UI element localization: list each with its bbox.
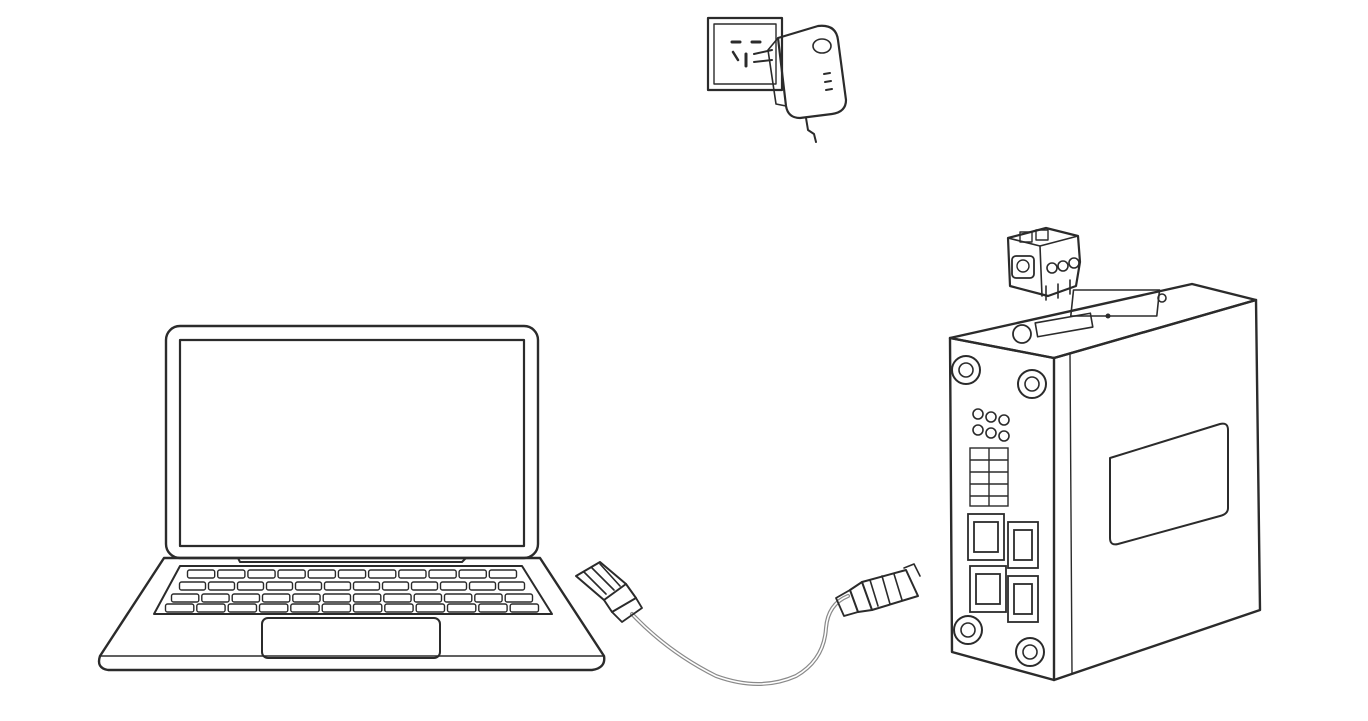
keyboard-key <box>323 581 352 591</box>
terminal-block-connector-icon <box>1006 226 1082 301</box>
keyboard-key <box>247 569 276 579</box>
keyboard-key <box>231 593 261 603</box>
keyboard-keys <box>164 569 540 613</box>
keyboard-key <box>236 581 265 591</box>
keyboard-key <box>258 603 289 613</box>
keyboard-key <box>352 603 383 613</box>
wall-outlet-icon <box>706 16 784 92</box>
keyboard-key <box>488 569 518 579</box>
keyboard-key <box>439 581 468 591</box>
keyboard-key <box>216 569 246 579</box>
keyboard-key <box>497 581 526 591</box>
keyboard-key <box>227 603 258 613</box>
keyboard-key <box>384 603 414 613</box>
keyboard-key <box>458 569 488 579</box>
keyboard-key <box>321 603 352 613</box>
keyboard-key <box>443 593 473 603</box>
keyboard-key <box>478 603 508 613</box>
keyboard-key <box>381 581 410 591</box>
keyboard-key <box>277 569 306 579</box>
keyboard-key <box>261 593 291 603</box>
laptop-icon <box>97 324 606 672</box>
keyboard-key <box>446 603 477 613</box>
keyboard-key <box>196 603 226 613</box>
keyboard-key <box>352 581 381 591</box>
keyboard-key <box>352 593 382 603</box>
keyboard-key <box>504 593 534 603</box>
power-cable <box>816 142 1036 232</box>
keyboard-key <box>413 593 443 603</box>
keyboard-key <box>201 593 230 603</box>
keyboard-key <box>292 593 321 603</box>
keyboard-key <box>170 593 200 603</box>
keyboard-key <box>322 593 352 603</box>
keyboard-key <box>509 603 540 613</box>
keyboard-key <box>415 603 446 613</box>
keyboard-key <box>307 569 337 579</box>
keyboard-key <box>398 569 427 579</box>
keyboard-key <box>337 569 367 579</box>
keyboard-key <box>207 581 236 591</box>
rj45-plug-icon <box>835 563 921 617</box>
ethernet-cable <box>630 594 850 686</box>
keyboard-key <box>164 603 195 613</box>
keyboard-key <box>294 581 323 591</box>
keyboard-key <box>186 569 216 579</box>
keyboard-key <box>474 593 503 603</box>
keyboard-key <box>468 581 497 591</box>
keyboard-key <box>178 581 207 591</box>
keyboard-key <box>265 581 294 591</box>
industrial-router-icon <box>948 282 1262 682</box>
keyboard-key <box>428 569 457 579</box>
keyboard-key <box>290 603 320 613</box>
keyboard-key <box>410 581 439 591</box>
power-adapter-icon <box>753 24 848 143</box>
rj45-plug-icon <box>575 561 643 623</box>
keyboard-key <box>383 593 412 603</box>
keyboard-key <box>367 569 397 579</box>
